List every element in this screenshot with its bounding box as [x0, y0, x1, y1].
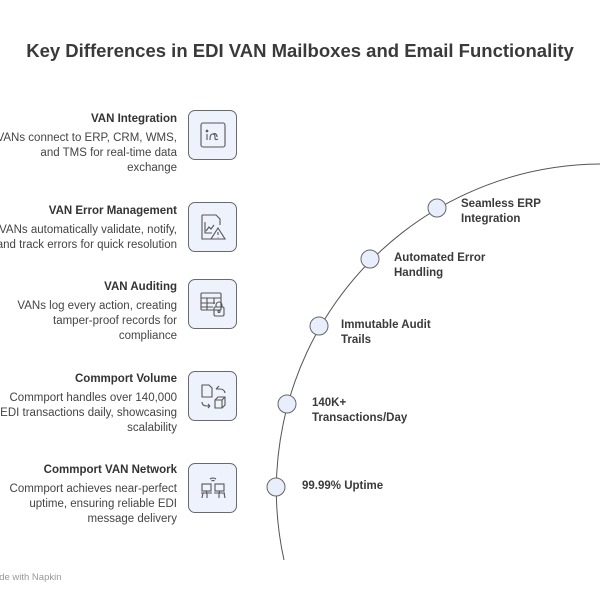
item-van-auditing: VAN Auditing VANs log every action, crea…: [0, 280, 177, 344]
arc-node: [277, 394, 297, 414]
arc-label-line: Trails: [341, 334, 372, 346]
item-title: Commport Volume: [74, 373, 177, 385]
arc-label-line: Handling: [394, 267, 444, 279]
item-title: Commport VAN Network: [43, 464, 177, 476]
arc-label-line: 99.99% Uptime: [302, 480, 384, 492]
table-lock-icon: [188, 279, 237, 329]
arc-label-line: Automated Error: [394, 252, 486, 264]
integration-icon: [188, 110, 237, 160]
arc-label-immutable-audit: Immutable Audit Trails: [341, 318, 431, 348]
item-desc-line: compliance: [118, 330, 177, 342]
item-desc-line: Commport achieves near-perfect: [9, 483, 177, 495]
chart-warning-icon: [188, 202, 237, 252]
arc-node: [427, 198, 447, 218]
arc-label-line: Immutable Audit: [341, 319, 431, 331]
item-desc-line: VANs automatically validate, notify,: [0, 224, 177, 236]
item-desc-line: VANs log every action, creating: [17, 300, 177, 312]
arc-label-line: 140K+: [312, 397, 347, 409]
item-title: VAN Auditing: [104, 281, 177, 293]
network-computers-icon: [188, 463, 237, 513]
item-desc-line: and track errors for quick resolution: [0, 239, 177, 251]
arc-label-line: Transactions/Day: [312, 412, 408, 424]
item-desc-line: Commport handles over 140,000: [9, 392, 178, 404]
item-desc-line: tamper-proof records for: [53, 315, 177, 327]
item-desc-line: message delivery: [87, 513, 177, 525]
arc-node: [360, 249, 380, 269]
item-desc-line: VANs connect to ERP, CRM, WMS,: [0, 132, 177, 144]
arc-line: [275, 163, 600, 561]
arc-label-automated-error: Automated Error Handling: [394, 251, 485, 281]
arc-label-seamless-erp: Seamless ERP Integration: [461, 197, 541, 227]
item-van-error-management: VAN Error Management VANs automatically …: [0, 204, 177, 253]
document-cube-exchange-icon: [188, 371, 237, 421]
page-title: Key Differences in EDI VAN Mailboxes and…: [26, 40, 574, 61]
arc-label-transactions: 140K+ Transactions/Day: [312, 396, 407, 426]
item-title: VAN Error Management: [48, 205, 177, 217]
item-desc-line: exchange: [127, 162, 177, 174]
item-desc-line: uptime, ensuring reliable EDI: [29, 498, 177, 510]
item-title: VAN Integration: [90, 113, 177, 125]
item-van-integration: VAN Integration VANs connect to ERP, CRM…: [0, 112, 177, 176]
item-desc-line: and TMS for real-time data: [40, 147, 177, 159]
footer-credit: Made with Napkin: [0, 572, 62, 583]
arc-label-line: Seamless ERP: [461, 198, 541, 210]
item-desc-line: scalability: [127, 422, 177, 434]
arc-label-uptime: 99.99% Uptime: [302, 479, 383, 494]
arc-node: [266, 477, 286, 497]
item-commport-van-network: Commport VAN Network Commport achieves n…: [0, 463, 177, 527]
arc-node: [309, 316, 329, 336]
item-commport-volume: Commport Volume Commport handles over 14…: [0, 372, 177, 436]
arc-label-line: Integration: [461, 213, 521, 225]
item-desc-line: EDI transactions daily, showcasing: [0, 407, 177, 419]
